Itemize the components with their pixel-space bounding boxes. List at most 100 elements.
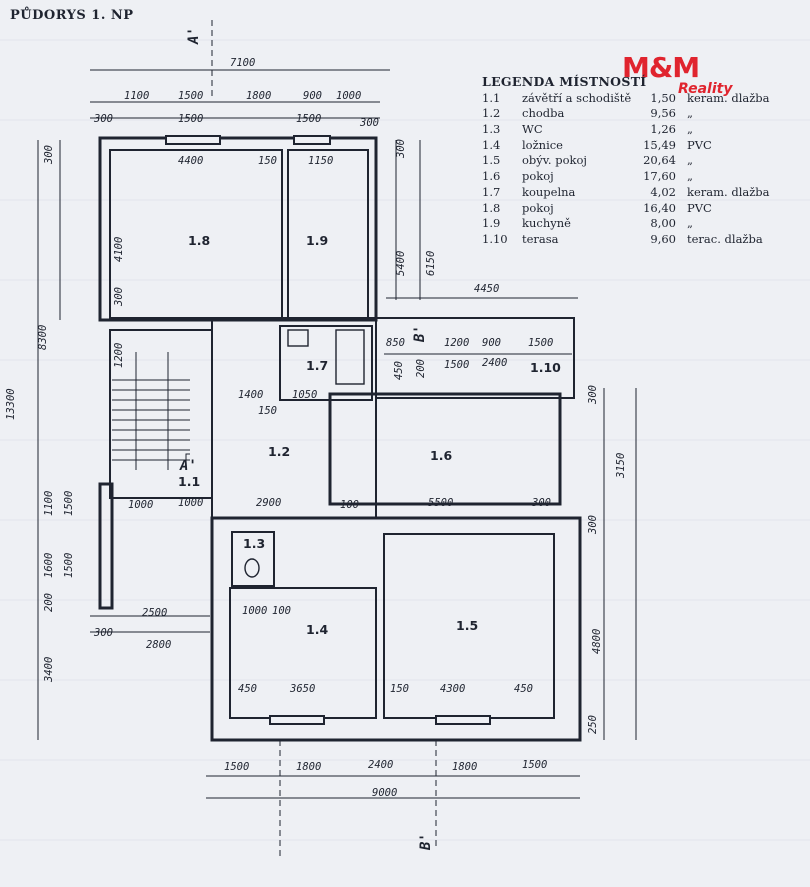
dim-lo-4: 1000 <box>242 605 267 617</box>
legend-area: 17,60 <box>643 169 676 184</box>
dim-mid-4: 900 <box>482 337 501 349</box>
dim-in-2: 150 <box>258 155 277 167</box>
dim-mid-1: 4450 <box>474 283 499 295</box>
dim-left-9: 1500 <box>63 553 75 578</box>
company-logo: M&M Reality <box>622 54 733 97</box>
dim-bot-total: 9000 <box>372 787 397 799</box>
dim-top-8: 1500 <box>296 113 321 125</box>
legend-num: 1.4 <box>482 137 501 152</box>
legend-floor: „ <box>687 216 693 231</box>
dim-mid-5: 1500 <box>528 337 553 349</box>
dim-r11-2: 1000 <box>178 497 203 509</box>
dim-left-8: 1600 <box>43 553 55 578</box>
dim-mid-3: 1200 <box>444 337 469 349</box>
dim-bot-4: 1800 <box>452 761 477 773</box>
legend-floor: „ <box>687 169 693 184</box>
dim-left-1: 8300 <box>37 325 49 350</box>
legend-num: 1.8 <box>482 200 501 215</box>
dim-left-2: 300 <box>43 145 55 165</box>
dim-r16-1: 5500 <box>428 497 453 509</box>
dim-bot-1: 1500 <box>224 761 249 773</box>
dim-mid-6: 450 <box>393 361 405 380</box>
legend-name: závětří a schodiště <box>522 90 632 105</box>
room-label-1-5: 1.5 <box>456 618 479 633</box>
dim-r11-3: 2900 <box>256 497 281 509</box>
room-label-1-10: 1.10 <box>530 360 561 375</box>
room-1-8-outline <box>109 149 283 319</box>
room-label-1-6: 1.6 <box>430 448 453 463</box>
dim-lo-1: 2500 <box>142 607 167 619</box>
lower-block-outer-wall <box>210 516 582 742</box>
legend-num: 1.10 <box>482 231 508 246</box>
dim-r12-1: 1400 <box>238 389 263 401</box>
window-bottom-2 <box>435 715 491 725</box>
dim-mid-7: 200 <box>415 359 427 378</box>
legend-area: 15,49 <box>643 137 676 152</box>
logo-sub-text: Reality <box>678 81 733 97</box>
dim-in-1: 4400 <box>178 155 203 167</box>
dim-top-1: 1100 <box>124 90 149 102</box>
legend-area: 9,60 <box>650 231 676 246</box>
legend-area: 1,50 <box>650 90 676 105</box>
dim-left-6: 1100 <box>43 491 55 516</box>
dim-r15-2: 4300 <box>440 683 465 695</box>
room-label-1-4: 1.4 <box>306 622 329 637</box>
legend-floor: „ <box>687 153 693 168</box>
dim-r14-2: 3650 <box>289 683 315 695</box>
dim-right-1: 300 <box>395 139 407 159</box>
room-1-3-outline <box>231 531 275 587</box>
dim-left-7: 1500 <box>63 491 75 516</box>
dim-r12-2: 1050 <box>292 389 317 401</box>
dim-r11-4: 100 <box>340 499 359 511</box>
legend-num: 1.2 <box>482 106 501 121</box>
dim-top-7: 1500 <box>178 113 203 125</box>
upper-block-outer-wall <box>98 136 378 322</box>
dim-in-3: 1150 <box>308 155 333 167</box>
dim-left-11: 3400 <box>43 657 55 683</box>
dim-top-3: 1800 <box>246 90 271 102</box>
dim-r11-1: 1000 <box>128 499 153 511</box>
legend-num: 1.7 <box>482 184 501 199</box>
bathtub <box>335 329 365 385</box>
legend-area: 16,40 <box>643 200 676 215</box>
room-label-1-9: 1.9 <box>306 233 329 248</box>
dim-top-9: 300 <box>359 117 379 129</box>
dim-bot-2: 1800 <box>296 761 321 773</box>
room-label-1-8: 1.8 <box>188 233 211 248</box>
dim-left-4: 300 <box>113 287 125 307</box>
dim-top-6: 300 <box>93 113 113 125</box>
dim-east-2: 3150 <box>615 453 627 479</box>
legend-floor: PVC <box>687 200 712 215</box>
dim-left-total: 13300 <box>5 388 17 420</box>
legend-floor: „ <box>687 106 693 121</box>
dim-right-3: 6150 <box>425 251 437 276</box>
page-title: PŮDORYS 1. NP <box>10 8 134 23</box>
legend-name: WC <box>522 122 543 137</box>
dim-east-3: 300 <box>587 515 599 535</box>
dim-east-5: 250 <box>587 715 599 734</box>
legend-floor: keram. dlažba <box>687 90 770 105</box>
toilet <box>244 558 260 578</box>
dim-east-1: 300 <box>587 385 599 405</box>
dim-lo-3: 2800 <box>146 639 171 651</box>
legend-floor: „ <box>687 122 693 137</box>
legend-area: 1,26 <box>650 122 676 137</box>
section-mark-a-top: A' <box>186 27 202 45</box>
legend-num: 1.9 <box>482 216 501 231</box>
dim-top-4: 900 <box>303 90 322 102</box>
middle-block-walls <box>211 317 377 519</box>
legend-title: LEGENDA MÍSTNOSTÍ <box>482 74 647 89</box>
washbasin <box>287 329 309 347</box>
dim-east-4: 4800 <box>591 629 603 654</box>
dim-lo-2: 300 <box>93 627 113 639</box>
room-label-1-7: 1.7 <box>306 358 329 373</box>
window-bottom-1 <box>269 715 325 725</box>
dim-r15-1: 150 <box>390 683 409 695</box>
